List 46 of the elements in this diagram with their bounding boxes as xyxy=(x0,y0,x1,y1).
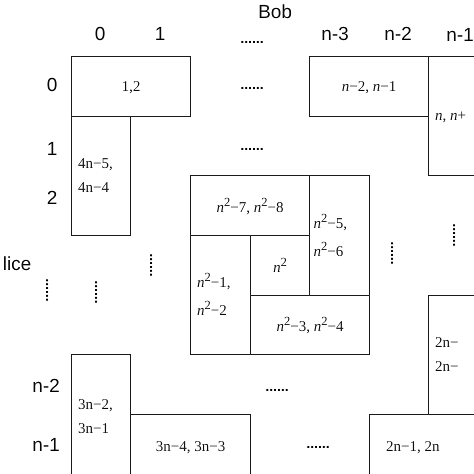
grid-cell-block xyxy=(130,414,251,474)
cell-value: n$^{2}$−7, n$^{2}$−8 xyxy=(216,194,284,218)
grid-cell-block xyxy=(71,354,131,474)
axis-label: n-3 xyxy=(321,24,349,46)
ellipsis-dots: ...... xyxy=(450,223,466,247)
grid-cell-block xyxy=(428,295,474,415)
grid-cell-block xyxy=(190,235,251,355)
grid-cell-block xyxy=(309,56,429,117)
cell-value: 2n−1, 2n xyxy=(386,438,440,456)
grid-cell-block xyxy=(190,175,310,236)
axis-label: n-1 xyxy=(32,435,60,457)
grid-cell-block xyxy=(71,116,131,236)
grid-cell-block xyxy=(428,56,474,176)
cell-value: n$^{2}$−1, n$^{2}$−2 xyxy=(197,269,232,321)
cell-value: 1,2 xyxy=(122,78,140,96)
axis-label: n-2 xyxy=(384,24,412,46)
ellipsis-dots: ...... xyxy=(265,378,289,394)
grid-cell-block xyxy=(309,175,370,296)
ellipsis-dots: ...... xyxy=(43,278,59,302)
grid-cell-block xyxy=(71,56,191,117)
ellipsis-dots: ...... xyxy=(240,30,264,46)
cell-value: n$^{2}$−3, n$^{2}$−4 xyxy=(276,313,344,337)
axis-label: 2 xyxy=(46,188,58,210)
grid-cell-block xyxy=(250,295,370,355)
axis-label: 1 xyxy=(154,24,166,46)
cell-value: n$^{2}$ xyxy=(273,254,287,278)
ellipsis-dots: ...... xyxy=(388,241,404,265)
cell-value: 2n− 2n− xyxy=(435,334,460,377)
axis-label: Bob xyxy=(258,2,292,24)
cell-value: 4n−5, 4n−4 xyxy=(78,155,114,198)
axis-label: 0 xyxy=(46,75,58,97)
axis-label: 0 xyxy=(94,24,106,46)
ellipsis-dots: ...... xyxy=(306,435,330,451)
cell-value: n, n+ xyxy=(435,107,467,126)
axis-label: n-1 xyxy=(446,25,474,47)
cell-value: 3n−4, 3n−3 xyxy=(156,438,226,456)
ellipsis-dots: ...... xyxy=(92,280,108,304)
ellipsis-dots: ...... xyxy=(240,137,264,153)
cell-value: n$^{2}$−5, n$^{2}$−6 xyxy=(314,210,348,262)
ellipsis-dots: ...... xyxy=(147,253,163,277)
cell-value: 3n−2, 3n−1 xyxy=(78,396,114,438)
axis-label: 1 xyxy=(46,139,58,161)
cell-value: n−2, n−1 xyxy=(342,78,396,96)
ellipsis-dots: ...... xyxy=(240,76,264,92)
axis-label: n-2 xyxy=(32,376,60,398)
axis-label: lice xyxy=(2,254,32,276)
